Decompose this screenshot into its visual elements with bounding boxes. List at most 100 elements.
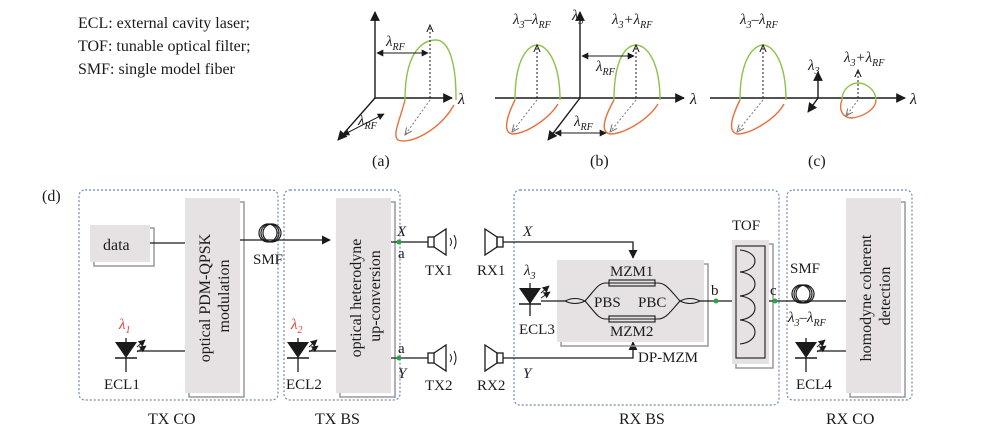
lambda-rf-label-b: λRF [595, 59, 616, 78]
lambda3-label-c: λ3 [807, 58, 820, 77]
x-pol-label-rx: X [522, 224, 533, 240]
legend-ecl: ECL: external cavity laser; [78, 15, 250, 32]
rx1-label: RX1 [477, 263, 505, 279]
section-label-tx-co: TX CO [148, 411, 196, 428]
mzm2-label: MZM2 [610, 324, 653, 340]
upconversion-box [336, 198, 391, 393]
y-pol-label-tx: Y [398, 366, 408, 382]
ecl1-laser [115, 338, 185, 372]
orange-carrier-b-left [512, 99, 538, 132]
spectrum-a: λ λRF λRF (a) [337, 11, 465, 170]
axis-depth-c [807, 97, 819, 113]
ecl2-label: ECL2 [286, 377, 322, 393]
pbs-label: PBS [594, 295, 621, 311]
laser-diode-icon [287, 342, 309, 358]
rx1-antenna-icon [484, 227, 504, 257]
legend-tof: TOF: tunable optical filter; [78, 38, 251, 55]
axis-depth-a [337, 97, 376, 141]
orange-spectrum-c-right [839, 99, 877, 119]
rx-y-line [503, 341, 638, 359]
tx2-antenna-icon [427, 343, 457, 373]
section-borders [78, 189, 913, 406]
lambda-label-c: λ [909, 91, 917, 108]
modulation-box-shadow [188, 201, 245, 398]
section-rx-bs [513, 189, 780, 406]
axis-depth-b [547, 97, 581, 141]
x-pol-label-tx: X [396, 224, 407, 240]
modulation-label: optical PDM-QPSK modulation [197, 230, 233, 362]
green-spectrum-b-right [613, 44, 661, 101]
ecl3-label: ECL3 [519, 322, 555, 338]
data-box-shadow [93, 227, 155, 267]
dp-mzm-waveguides [563, 279, 702, 323]
lambda3-minus-rf-b: λ3–λRF [512, 12, 552, 31]
lambda3-plus-rf-b: λ3+λRF [611, 12, 653, 31]
lambda1-label: λ1 [118, 317, 131, 336]
smf-label-rx: SMF [790, 261, 820, 277]
ecl3-laser [519, 283, 565, 316]
spectrum-c: λ λ3 λ3–λRF λ3+λRF (c) [710, 12, 917, 170]
tof-filter-icon [739, 249, 756, 345]
node-b [713, 298, 719, 304]
lambda3-minus-rf-c: λ3–λRF [739, 12, 779, 31]
section-label-tx-bs: TX BS [315, 411, 360, 428]
data-box [90, 225, 150, 262]
tof-inner [735, 245, 766, 359]
orange-spectrum-b-right [603, 99, 659, 135]
tof-box [732, 240, 769, 364]
orange-spectrum-b-left [505, 99, 559, 135]
caption-c: (c) [808, 153, 826, 170]
smf-label-tx: SMF [253, 252, 283, 268]
node-c [772, 298, 778, 304]
tx2-label: TX2 [425, 378, 453, 394]
node-a-y [396, 355, 402, 361]
point-a-label-x: a [398, 246, 405, 262]
lambda3-label-ecl3: λ3 [523, 263, 536, 282]
rx2-label: RX2 [477, 378, 505, 394]
green-spectrum-c-right [841, 82, 877, 101]
section-label-rx-co: RX CO [826, 411, 874, 428]
lambda-label-b: λ [689, 91, 697, 108]
caption-a: (a) [372, 153, 390, 170]
lambda-rf-label-a2: λRF [357, 113, 378, 132]
ecl4-laser [795, 338, 846, 372]
dp-mzm-box-shadow [560, 263, 709, 347]
point-a-label-y: a [398, 341, 405, 357]
ecl1-label: ECL1 [104, 377, 140, 393]
ecl2-laser [287, 338, 336, 372]
section-tx-bs [283, 189, 401, 401]
lambda3-label-b: λ3 [571, 8, 584, 27]
spectrum-b: λ λ3 λ3–λRF λ3+λRF λRF λRF (b) [495, 8, 697, 170]
tx1-label: TX1 [425, 263, 453, 279]
lambda2-label: λ2 [290, 317, 303, 336]
node-a-x [396, 239, 402, 245]
lambda-rf-label-b2: λRF [573, 114, 594, 133]
rx2-antenna-icon [484, 343, 504, 373]
tof-label: TOF [732, 218, 760, 234]
green-spectrum-a [404, 39, 457, 101]
panel-label-d: (d) [42, 188, 61, 205]
lambda3-minus-rf-rx: λ3–λRF [787, 310, 827, 329]
orange-carrier-b-right [610, 99, 637, 132]
laser-diode-icon [519, 288, 541, 304]
smf-coil-icon [258, 223, 282, 243]
lambda-rf-label-a: λRF [385, 34, 406, 53]
modulation-box [185, 198, 240, 393]
tx1-antenna-icon [427, 227, 457, 257]
orange-carrier-a [405, 99, 431, 135]
ecl4-label: ECL4 [796, 377, 832, 393]
lambda-label-a: λ [457, 91, 465, 108]
section-rx-co [786, 189, 913, 401]
lambda3-plus-rf-c: λ3+λRF [843, 50, 885, 69]
laser-diode-icon [115, 342, 137, 358]
section-label-rx-bs: RX BS [619, 411, 665, 428]
detection-box-shadow [849, 201, 906, 398]
caption-b: (b) [590, 153, 609, 170]
orange-carrier-c-left [737, 99, 764, 132]
section-tx-co [78, 189, 279, 401]
orange-carrier-c-right [846, 99, 859, 116]
laser-diode-icon [795, 342, 817, 358]
rf-spacing-arrow-a2 [342, 113, 385, 136]
tof-box-shadow [735, 243, 774, 369]
